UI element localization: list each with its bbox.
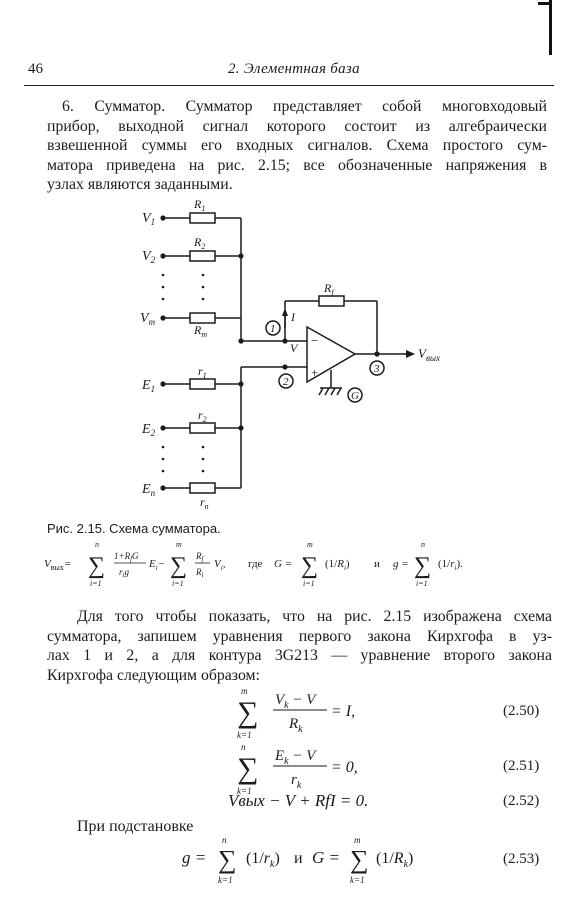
svg-text:∑: ∑ <box>170 553 187 579</box>
body-line: лах 1 и 2, а для контура 3G213 — уравнен… <box>47 647 552 664</box>
page-number: 46 <box>28 61 43 77</box>
svg-text:Vвых=: Vвых= <box>44 558 71 572</box>
svg-text:Vk − V: Vk − V <box>275 692 317 711</box>
node-2: 2 <box>283 376 289 388</box>
equation-number: (2.53) <box>503 851 540 867</box>
svg-text:∑: ∑ <box>218 845 237 874</box>
label-rf: Rf <box>323 281 335 297</box>
header-rule <box>24 85 554 86</box>
page-corner-mark <box>549 0 552 55</box>
svg-text:i=1: i=1 <box>303 579 315 588</box>
eq253-conj: и <box>294 850 303 867</box>
svg-text:∑: ∑ <box>414 553 431 579</box>
opamp-plus: + <box>311 365 318 380</box>
label-en: En <box>141 482 156 498</box>
body-line: Кирхгофа следующим образом: <box>47 666 260 684</box>
opamp-minus: − <box>311 333 318 348</box>
page-corner-mark-top <box>538 2 552 5</box>
equation-2-53: g = n ∑ k=1 (1/rk) и G = m ∑ k=1 (1/Rk) <box>182 835 413 885</box>
intro-line: 6. Сумматор. Сумматор представляет собой… <box>62 98 547 115</box>
equation-2-50: m ∑ k=1 Vk − V Rk = I, <box>237 686 355 740</box>
svg-text:k=1: k=1 <box>237 730 252 740</box>
svg-text:G =: G = <box>312 848 340 867</box>
svg-text:g =: g = <box>393 558 409 570</box>
svg-text:Rf: Rf <box>195 551 205 563</box>
equation-2-51: n ∑ k=1 Ek − V rk = 0, <box>237 742 358 796</box>
label-r2: R2 <box>193 235 205 251</box>
word-where: где <box>248 558 263 570</box>
svg-text:n: n <box>222 835 227 845</box>
label-small-r1: r1 <box>198 364 207 380</box>
body-paragraph: Для того чтобы показать, что на рис. 2.1… <box>47 607 552 685</box>
svg-text:i=1: i=1 <box>90 579 102 588</box>
label-rm: Rm <box>193 323 207 339</box>
svg-text:(1/Rk): (1/Rk) <box>376 850 413 870</box>
eq251-rhs: = 0, <box>331 759 358 776</box>
svg-text:∑: ∑ <box>237 752 258 785</box>
node-1: 1 <box>270 323 276 335</box>
label-output: Vвых <box>418 346 440 363</box>
substitution-label: При подстановке <box>77 818 194 835</box>
equation-2-52: Vвых − V + RfI = 0. <box>228 791 369 810</box>
svg-text:m: m <box>176 540 182 549</box>
svg-text:n: n <box>421 540 425 549</box>
svg-text:rk: rk <box>291 772 302 791</box>
svg-text:(1/rk): (1/rk) <box>246 850 280 870</box>
summator-circuit-diagram: V1 V2 Vm E1 E2 En R1 R2 Rm r1 r2 rn Rf I… <box>140 197 440 511</box>
svg-text:Ek − V: Ek − V <box>274 748 317 767</box>
svg-text:(1/Ri): (1/Ri) <box>325 558 350 572</box>
intro-line: прибор, выходной сигнал которого состоит… <box>47 117 547 135</box>
figure-caption: Рис. 2.15. Схема сумматора. <box>47 521 221 536</box>
body-line: сумматора, запишем уравнения первого зак… <box>47 627 552 645</box>
body-line: Для того чтобы показать, что на рис. 2.1… <box>77 608 552 625</box>
label-current: I <box>290 310 296 324</box>
svg-text:g =: g = <box>182 848 206 867</box>
svg-text:∑: ∑ <box>301 553 318 579</box>
svg-text:n: n <box>95 540 99 549</box>
svg-text:G =: G = <box>274 558 292 570</box>
node-3: 3 <box>373 363 380 375</box>
svg-text:1+RfG: 1+RfG <box>114 551 139 563</box>
label-vm: Vm <box>140 311 156 327</box>
svg-text:n: n <box>241 742 246 752</box>
svg-text:∑: ∑ <box>88 553 105 579</box>
svg-text:∑: ∑ <box>350 845 369 874</box>
svg-text:i=1: i=1 <box>172 579 184 588</box>
intro-line: матора приведена на рис. 2.15; все обозн… <box>47 156 547 174</box>
svg-text:(1/ri).: (1/ri). <box>438 558 463 572</box>
caption-formula: Vвых= ∑ n i=1 1+RfG rig Ei− ∑ m i=1 Rf R… <box>44 540 463 588</box>
label-v2: V2 <box>142 249 156 265</box>
svg-text:k=1: k=1 <box>350 875 365 885</box>
svg-text:m: m <box>241 686 248 696</box>
label-e2: E2 <box>141 422 156 438</box>
intro-line: взвешенной суммы его входных сигналов. С… <box>47 137 547 154</box>
label-r1: R1 <box>193 197 205 213</box>
word-and: и <box>374 558 380 570</box>
svg-text:Rk: Rk <box>288 716 303 735</box>
svg-text:∑: ∑ <box>237 696 258 729</box>
eq250-rhs: = I, <box>331 703 355 720</box>
svg-text:Vi,: Vi, <box>214 558 226 572</box>
intro-paragraph: 6. Сумматор. Сумматор представляет собой… <box>47 97 547 195</box>
equation-number: (2.51) <box>503 758 540 774</box>
svg-text:rig: rig <box>119 567 129 579</box>
label-small-rn: rn <box>200 495 209 511</box>
svg-text:Ei−: Ei− <box>148 558 165 572</box>
svg-text:m: m <box>354 835 361 845</box>
svg-text:Ri: Ri <box>195 567 204 579</box>
intro-line: узлах являются заданными. <box>47 176 233 193</box>
label-e1: E1 <box>141 378 155 394</box>
node-g: G <box>351 390 359 402</box>
equation-number: (2.50) <box>503 703 540 719</box>
svg-text:i=1: i=1 <box>416 579 428 588</box>
equation-number: (2.52) <box>503 793 540 809</box>
svg-text:k=1: k=1 <box>218 875 233 885</box>
label-v1: V1 <box>142 211 155 227</box>
label-node-v: V <box>290 341 299 355</box>
label-small-r2: r2 <box>198 408 207 424</box>
svg-text:m: m <box>307 540 313 549</box>
svg-text:k=1: k=1 <box>237 786 252 796</box>
running-title: 2. Элементная база <box>228 61 360 77</box>
